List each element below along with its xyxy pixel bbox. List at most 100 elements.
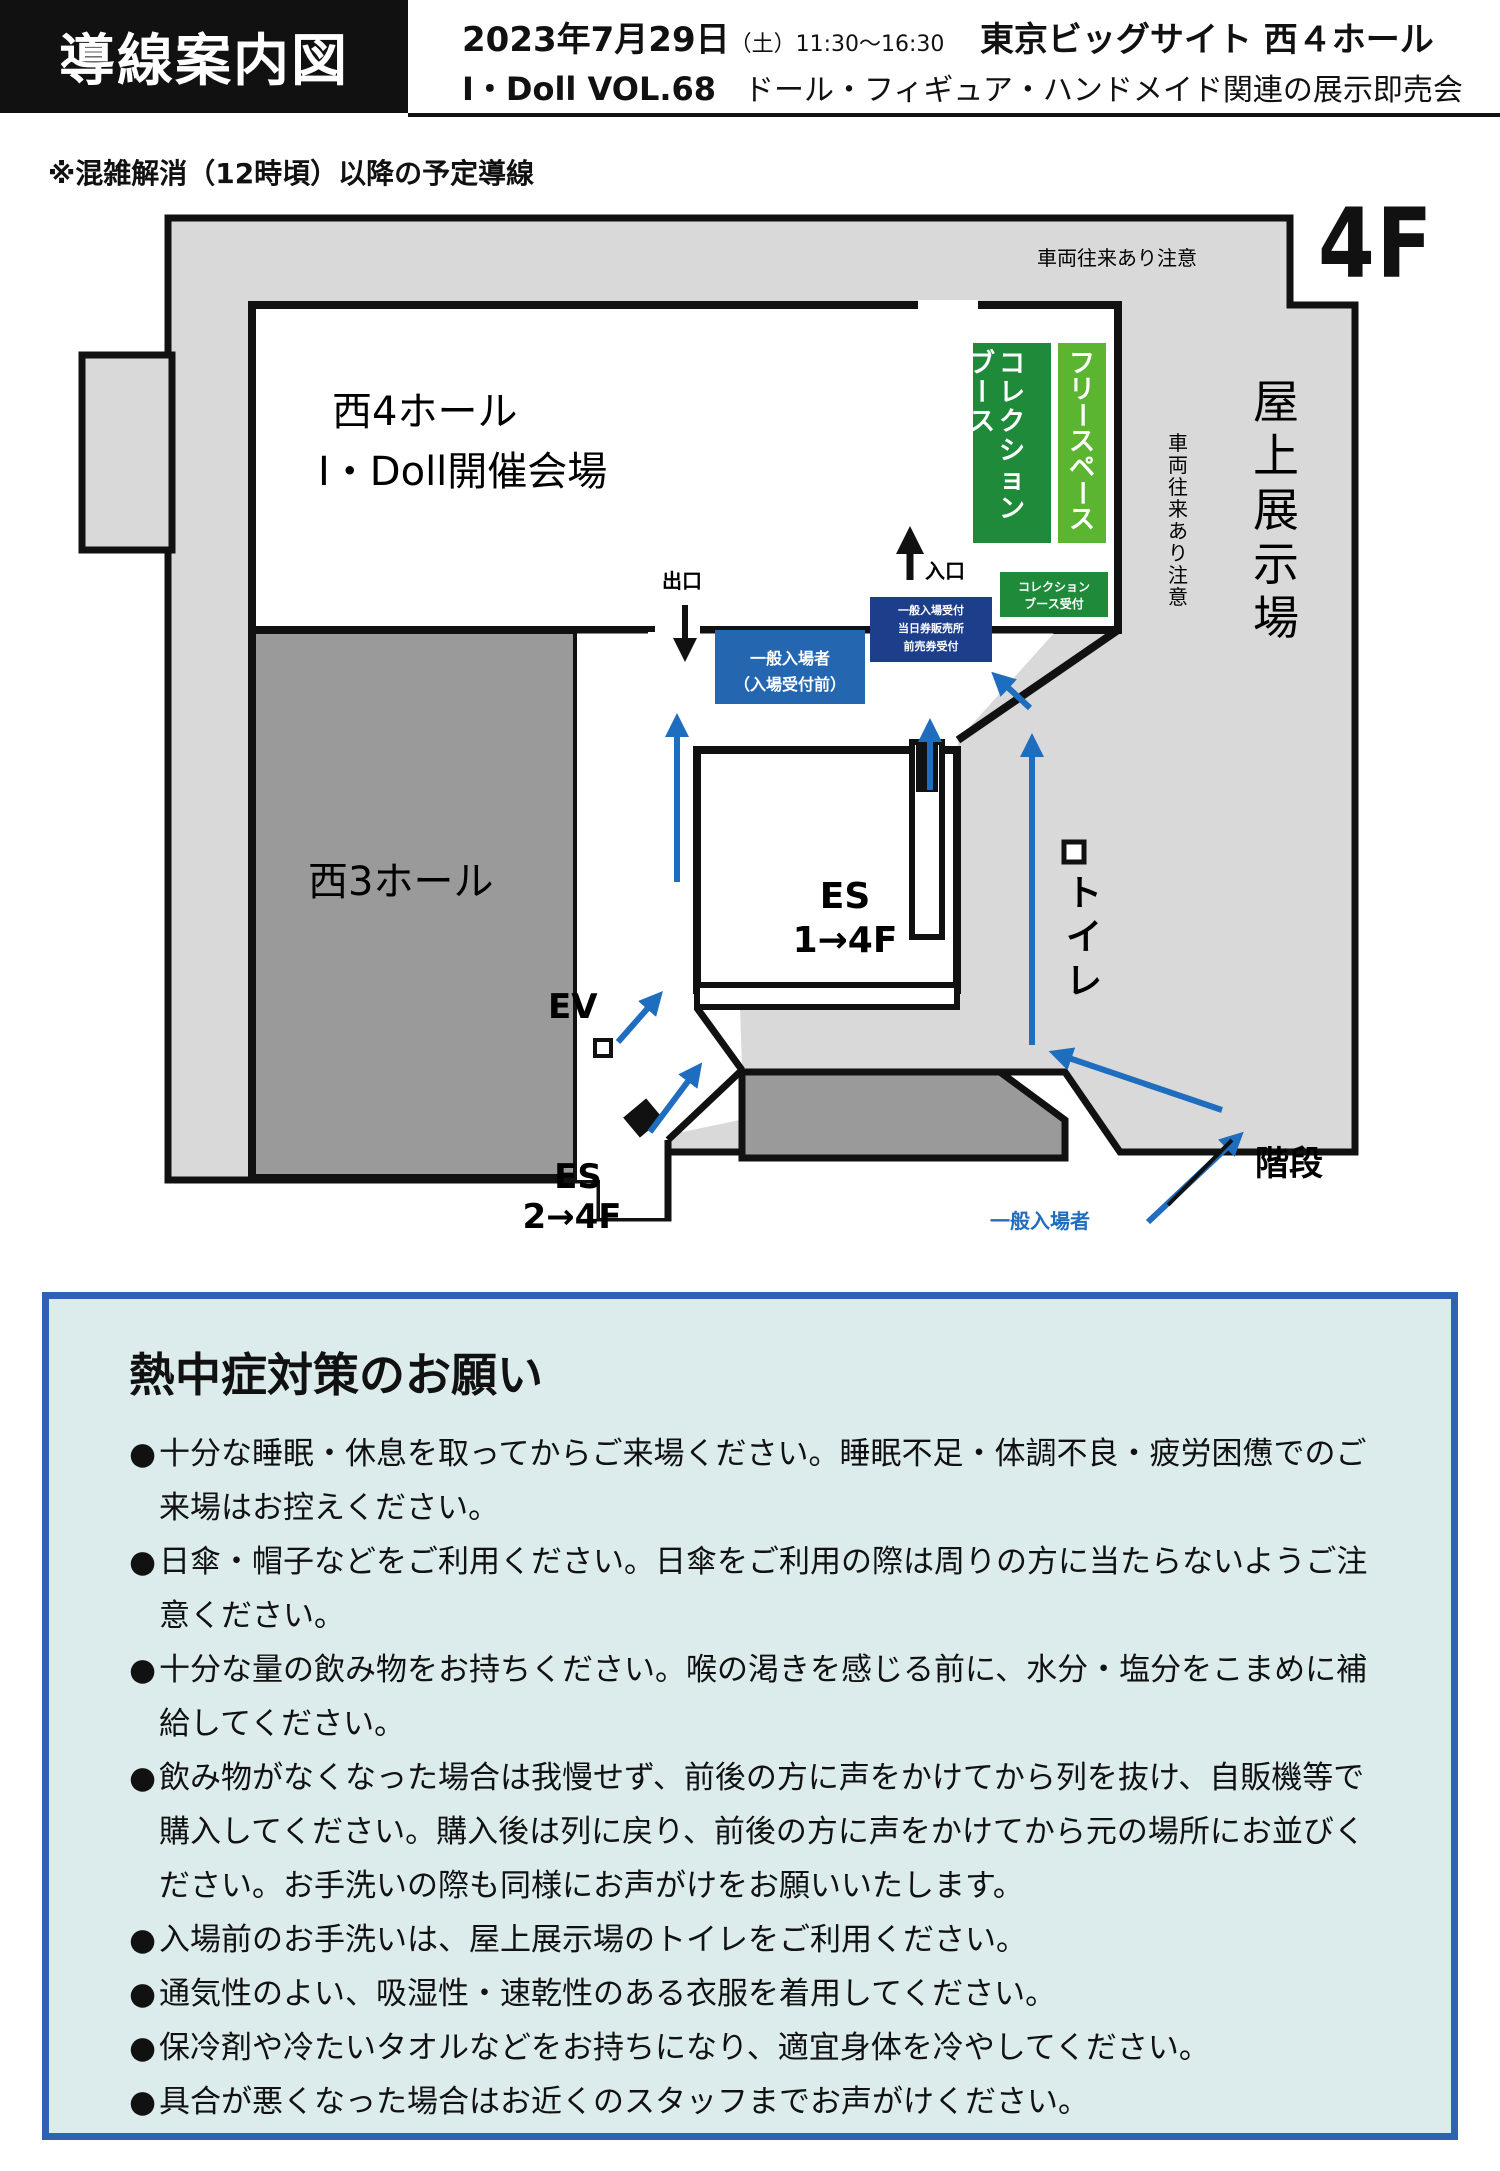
vehicle-caution-side-text: 車両往来あり注意 [1168,431,1188,609]
page-title: 導線案内図 [59,29,349,94]
general-visitors-label: 一般入場者 [990,1209,1090,1233]
notice-item: 保冷剤や冷たいタオルなどをお持ちになり、適宜身体を冷やしてください。 [99,2021,1391,2075]
left-wing [78,351,176,554]
event-weekday-time: （土）11:30〜16:30 [729,32,945,57]
event-description: ドール・フィギュア・ハンドメイド関連の展示即売会 [744,73,1463,108]
vertical-char: ペ [1069,453,1095,483]
route-arrow-to-reception [991,671,1033,711]
vertical-char: ー [1066,402,1096,428]
general-queue-box [715,630,865,704]
notice-item: 通気性のよい、吸湿性・速乾性のある衣服を着用してください。 [99,1967,1391,2021]
venue-map: 車両往来あり注意 西4ホール I・Doll開催会場 西3ホール 出口 入口 一般… [78,214,1359,1237]
exit-label: 出口 [662,569,702,593]
heatstroke-notice: 熱中症対策のお願い 十分な睡眠・休息を取ってからご来場ください。睡眠不足・体調不… [42,1292,1458,2140]
stairs-label: 階段 [1255,1144,1323,1184]
hall-door-gap [918,300,978,312]
collection-booth [973,343,1051,543]
toilet-text: トイレ [1066,873,1102,1002]
vertical-char: フ [1069,349,1095,379]
vertical-char: 両 [1168,453,1188,477]
route-arrow-es24 [647,1062,703,1134]
es-2-4-corridor [577,1010,742,1175]
event-date: 2023年7月29日 [462,20,730,60]
reception-label-3: 前売券受付 [904,639,959,653]
route-note: ※混雑解消（12時頃）以降の予定導線 [48,157,535,190]
vertical-char: ー [1066,480,1096,506]
general-reception [870,597,992,662]
event-name: I・Doll VOL.68 [462,70,717,108]
vertical-char: 車 [1168,431,1188,455]
header-title-box: 導線案内図 [0,0,408,113]
hall-west4-label-2: I・Doll開催会場 [318,449,607,495]
es14-label-2: 1→4F [793,920,898,961]
reception-label-1: 一般入場受付 [898,603,964,617]
vertical-char: ク [999,407,1025,437]
notice-item: 具合が悪くなった場合はお近くのスタッフまでお声がけください。 [99,2075,1391,2129]
hall-west3-label: 西3ホール [308,859,493,905]
queue-label-1: 一般入場者 [750,649,830,668]
notice-item: 飲み物がなくなった場合は我慢せず、前後の方に声をかけてから列を抜け、自販機等で購… [99,1751,1391,1913]
route-arrow-ev [615,990,663,1044]
es-1-4-base [694,982,960,1010]
vertical-char: 上 [1253,429,1299,483]
vertical-char: ー [965,378,995,404]
elevator-icon [593,1038,613,1058]
es-2-4-steps [623,1098,663,1138]
vertical-char: ブ [969,348,995,379]
queue-label-2: （入場受付前） [734,675,846,694]
collection-reception-1: コレクション [1018,580,1090,594]
west3-hall [248,626,581,1182]
vertical-char: 屋 [1253,375,1299,429]
vertical-char: り [1168,541,1188,565]
vertical-char: 往 [1168,475,1188,499]
event-venue: 東京ビッグサイト 西４ホール [979,20,1434,60]
vertical-char: ョ [999,465,1025,495]
es14-label-1: ES [820,876,871,917]
vertical-char: あ [1168,519,1188,543]
free-space [1058,343,1106,543]
vertical-char: 注 [1168,563,1188,587]
reception-label-2: 当日券販売所 [898,621,964,635]
notice-item: 十分な量の飲み物をお持ちください。喉の渇きを感じる前に、水分・塩分をこまめに補給… [99,1643,1391,1751]
stairs-line [1166,1138,1234,1207]
collection-reception [1000,572,1108,617]
vertical-char: 意 [1168,585,1188,609]
entrance-label: 入口 [925,559,965,583]
vertical-char: ト [1066,873,1102,914]
route-arrow-from-stairs [1048,1047,1223,1113]
event-info: I・Doll VOL.68 ドール・フィギュア・ハンドメイド関連の展示即売会 [462,64,1463,110]
header-rule [408,113,1500,117]
vertical-char: イ [1066,917,1102,958]
floor-label: 4F [1318,188,1434,300]
vertical-char: シ [999,436,1025,466]
vertical-char: ス [1069,427,1095,457]
exit-gap [655,622,700,638]
ev-label: EV [548,987,598,1027]
vehicle-caution-top: 車両往来あり注意 [1037,246,1197,270]
lobby-diagonal-wall [955,626,1121,744]
notice-title: 熱中症対策のお願い [129,1348,543,1402]
es-2-4-wall-b [665,1067,745,1143]
es24-label-1: ES [554,1157,602,1197]
south-block [738,1068,1069,1162]
vertical-char: レ [999,378,1025,408]
es-2-4-wall-a [694,1005,745,1073]
vertical-char: ス [969,407,995,437]
vertical-char: ン [999,494,1025,524]
notice-item: 十分な睡眠・休息を取ってからご来場ください。睡眠不足・体調不良・疲労困憊でのご来… [99,1427,1391,1535]
event-date-venue: 2023年7月29日（土）11:30〜16:30 東京ビッグサイト 西４ホール [462,12,1434,61]
vertical-char: レ [1066,961,1102,1002]
rooftop-text: 屋上展示場 [1253,375,1299,645]
vertical-char: ス [1069,505,1095,535]
hall-west4-label-1: 西4ホール [332,389,517,435]
vertical-char: 来 [1168,497,1188,521]
notice-item: 日傘・帽子などをご利用ください。日傘をご利用の際は周りの方に当たらないようご注意… [99,1535,1391,1643]
vertical-char: 展 [1253,483,1299,537]
es24-label-2: 2→4F [522,1197,621,1237]
notice-item: 入場前のお手洗いは、屋上展示場のトイレをご利用ください。 [99,1913,1391,1967]
toilet-icon [1061,839,1087,865]
collection-reception-2: ブース受付 [1024,596,1083,611]
vertical-char: 示 [1253,537,1299,591]
